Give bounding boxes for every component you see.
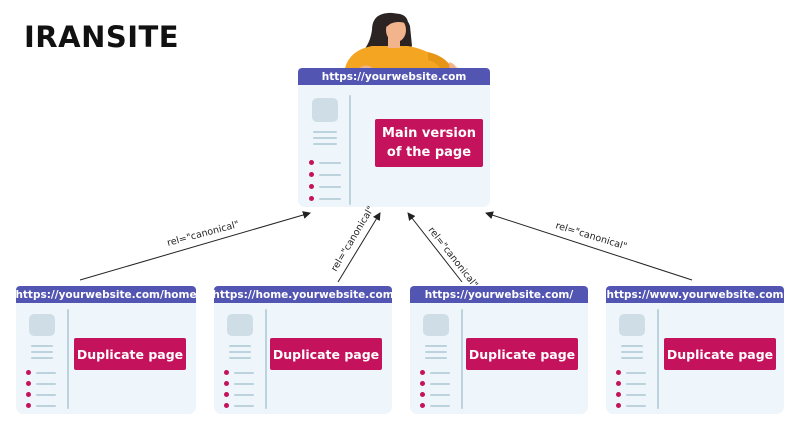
text-line <box>621 351 643 353</box>
bullet-line <box>234 405 254 407</box>
duplicate-page: Duplicate page <box>214 303 392 414</box>
duplicate-page-label: Duplicate page <box>74 338 186 370</box>
bullet-line <box>626 405 646 407</box>
duplicate-page: Duplicate page <box>410 303 588 414</box>
canonical-label: rel="canonical" <box>426 225 480 290</box>
duplicate-page-label: Duplicate page <box>664 338 776 370</box>
bullet-line <box>234 394 254 396</box>
bullet-dot <box>309 184 314 189</box>
bullet-line <box>626 394 646 396</box>
main-label-line1: Main version <box>381 126 477 141</box>
duplicate-url-bar: https://yourwebsite.com/ <box>410 286 588 303</box>
bullet-dot <box>420 392 425 397</box>
duplicate-url-bar: https://home.yourwebsite.com <box>214 286 392 303</box>
image-placeholder <box>29 314 55 336</box>
text-line <box>621 345 643 347</box>
image-placeholder <box>423 314 449 336</box>
column-divider <box>461 309 463 409</box>
bullet-line <box>234 383 254 385</box>
image-placeholder <box>227 314 253 336</box>
bullet-dot <box>420 381 425 386</box>
text-line <box>229 345 251 347</box>
image-placeholder <box>312 98 338 122</box>
bullet-line <box>36 372 56 374</box>
main-label-line2: of the page <box>386 145 472 160</box>
bullet-line <box>234 372 254 374</box>
bullet-dot <box>309 160 314 165</box>
bullet-dot <box>420 370 425 375</box>
column-divider <box>67 309 69 409</box>
text-line <box>313 131 337 133</box>
bullet-dot <box>224 403 229 408</box>
bullet-dot <box>26 392 31 397</box>
text-line <box>31 351 53 353</box>
bullet-line <box>430 405 450 407</box>
duplicate-browser-window: https://yourwebsite.com/ Duplicate page <box>410 286 588 414</box>
bullet-line <box>430 394 450 396</box>
bullet-dot <box>26 370 31 375</box>
text-line <box>229 357 251 359</box>
bullet-line <box>430 372 450 374</box>
main-version-label: Main version of the page <box>375 119 483 167</box>
duplicate-page: Duplicate page <box>606 303 784 414</box>
duplicate-browser-window: https://www.yourwebsite.com Duplicate pa… <box>606 286 784 414</box>
image-placeholder <box>619 314 645 336</box>
bullet-dot <box>224 381 229 386</box>
text-line <box>313 137 337 139</box>
duplicate-page-label: Duplicate page <box>466 338 578 370</box>
canonical-arrow <box>337 212 381 283</box>
main-page: Main version of the page <box>298 85 490 207</box>
column-divider <box>265 309 267 409</box>
bullet-line <box>626 372 646 374</box>
duplicate-page: Duplicate page <box>16 303 196 414</box>
canonical-arrow <box>407 212 463 283</box>
canonical-arrow <box>79 211 311 281</box>
duplicate-url-bar: https://www.yourwebsite.com <box>606 286 784 303</box>
text-line <box>313 143 337 145</box>
duplicate-browser-window: https://home.yourwebsite.com Duplicate p… <box>214 286 392 414</box>
bullet-line <box>36 383 56 385</box>
bullet-dot <box>309 196 314 201</box>
bullet-line <box>626 383 646 385</box>
text-line <box>425 351 447 353</box>
bullet-line <box>319 162 341 164</box>
text-line <box>425 345 447 347</box>
text-line <box>31 345 53 347</box>
canonical-label: rel="canonical" <box>329 204 377 273</box>
bullet-dot <box>224 392 229 397</box>
text-line <box>621 357 643 359</box>
bullet-line <box>36 405 56 407</box>
bullet-dot <box>616 403 621 408</box>
bullet-dot <box>616 370 621 375</box>
text-line <box>229 351 251 353</box>
bullet-dot <box>616 392 621 397</box>
canonical-arrow <box>485 211 693 281</box>
text-line <box>31 357 53 359</box>
bullet-line <box>319 174 341 176</box>
duplicate-url-bar: https://yourwebsite.com/home <box>16 286 196 303</box>
main-url-bar: https://yourwebsite.com <box>298 68 490 85</box>
duplicate-browser-window: https://yourwebsite.com/home Duplicate p… <box>16 286 196 414</box>
brand-logo: IRANSITE <box>24 20 180 54</box>
bullet-dot <box>309 172 314 177</box>
bullet-dot <box>26 403 31 408</box>
bullet-line <box>430 383 450 385</box>
duplicate-page-label: Duplicate page <box>270 338 382 370</box>
main-browser-window: https://yourwebsite.com Main version of … <box>298 68 490 207</box>
bullet-dot <box>420 403 425 408</box>
column-divider <box>657 309 659 409</box>
bullet-line <box>36 394 56 396</box>
bullet-line <box>319 186 341 188</box>
bullet-dot <box>224 370 229 375</box>
bullet-line <box>319 198 341 200</box>
text-line <box>425 357 447 359</box>
bullet-dot <box>26 381 31 386</box>
column-divider <box>349 95 351 205</box>
bullet-dot <box>616 381 621 386</box>
